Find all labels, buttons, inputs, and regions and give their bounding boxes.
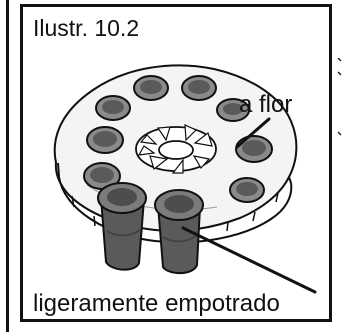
figure-caption: Ilustr. 10.2	[33, 15, 140, 41]
adjacent-figure-edge	[0, 0, 12, 332]
figure-frame: Ilustr. 10.2	[20, 4, 332, 322]
chamber-upper-right	[216, 98, 250, 122]
recessed-label: ligeramente empotrado	[33, 290, 280, 317]
chamber-left-lower	[83, 162, 121, 190]
leader-lines	[181, 117, 317, 294]
chamber-recessed-right	[154, 189, 204, 275]
chamber-left-middle	[86, 126, 124, 154]
chamber-lower-right	[229, 177, 265, 203]
adjacent-figure-border	[6, 0, 9, 332]
revolver-cylinder-illustration	[53, 64, 317, 294]
chamber-top-center	[133, 75, 169, 101]
adjacent-page-mark	[337, 58, 342, 136]
chamber-flush	[235, 135, 273, 163]
chamber-top-left	[95, 95, 131, 121]
flush-label: a flor	[239, 91, 293, 118]
chamber-recessed-left	[97, 182, 147, 271]
center-ratchet	[135, 124, 217, 174]
chamber-top-right	[181, 75, 217, 101]
